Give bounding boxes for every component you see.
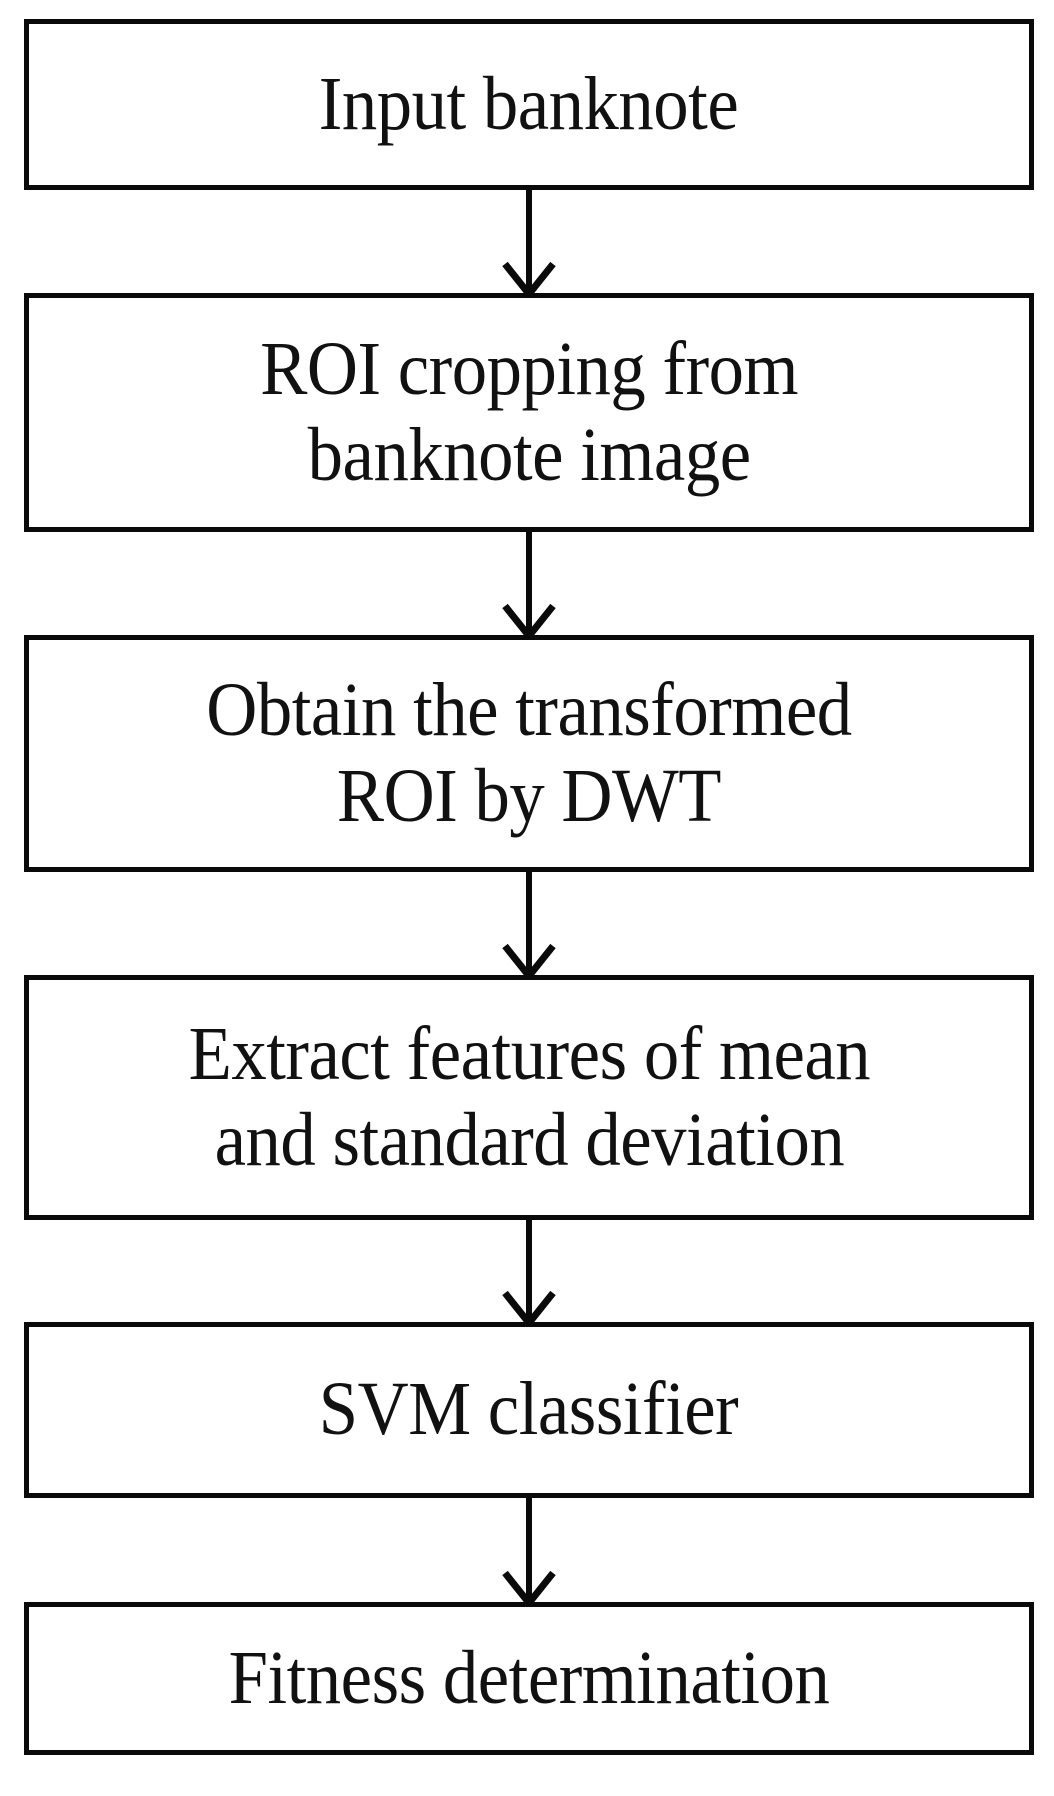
node-label: Fitness determination — [228, 1635, 830, 1720]
node-label: ROI cropping from banknote image — [260, 327, 798, 497]
flowchart-edge-4 — [0, 1218, 1054, 1325]
flowchart-node-fitness-determination: Fitness determination — [24, 1602, 1034, 1755]
flowchart-edge-2 — [0, 530, 1054, 638]
node-label: Extract features of mean and standard de… — [188, 1012, 870, 1182]
node-label: Input banknote — [319, 61, 739, 146]
node-label: SVM classifier — [319, 1367, 739, 1452]
node-label: Obtain the transformed ROI by DWT — [206, 668, 852, 838]
flowchart-node-extract-features: Extract features of mean and standard de… — [24, 975, 1034, 1220]
flowchart-node-input-banknote: Input banknote — [24, 19, 1034, 190]
flowchart-node-roi-cropping: ROI cropping from banknote image — [24, 293, 1034, 532]
flowchart-edge-5 — [0, 1496, 1054, 1605]
flowchart-node-obtain-transformed-roi: Obtain the transformed ROI by DWT — [24, 635, 1034, 872]
flowchart-edge-3 — [0, 870, 1054, 978]
flowchart-edge-1 — [0, 188, 1054, 296]
flowchart-node-svm-classifier: SVM classifier — [24, 1322, 1034, 1498]
